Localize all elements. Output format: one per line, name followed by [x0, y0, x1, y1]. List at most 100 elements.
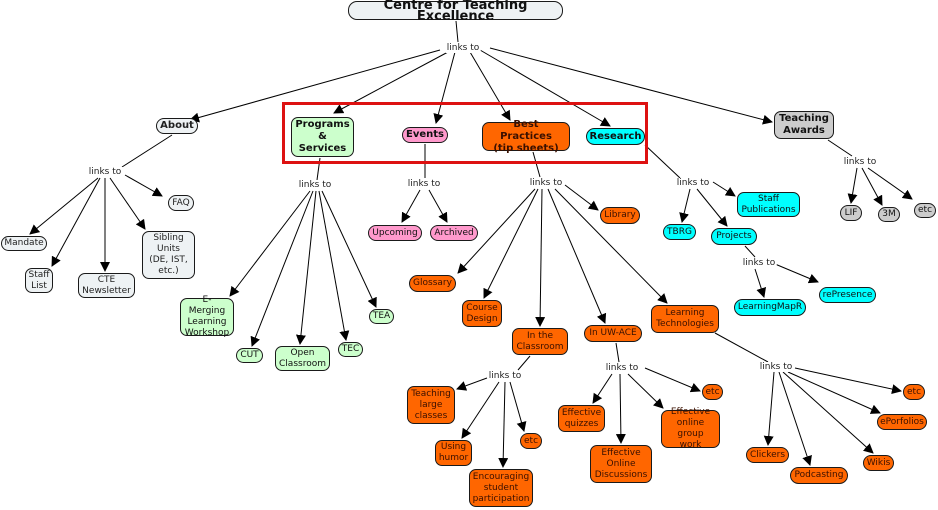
node-glossary[interactable]: Glossary	[409, 275, 456, 292]
node-in-the-classroom[interactable]: In the Classroom	[512, 328, 568, 355]
node-open-classroom[interactable]: Open Classroom	[275, 346, 330, 371]
node-clickers[interactable]: Clickers	[746, 447, 789, 463]
edge-tech-child-4	[794, 367, 902, 394]
node-encouraging-participation[interactable]: Encouraging student participation	[469, 469, 533, 507]
node-sibling-units[interactable]: Sibling Units (DE, IST, etc.)	[142, 231, 195, 279]
node-etc-awards[interactable]: etc	[914, 203, 936, 218]
node-learning-technologies[interactable]: Learning Technologies	[651, 305, 719, 333]
edge-root-child-5	[489, 47, 773, 125]
link-label-tech: links to	[758, 362, 794, 372]
node-research[interactable]: Research	[586, 128, 645, 145]
node-effective-group-work[interactable]: Effective online group work	[661, 407, 720, 450]
node-podcasting[interactable]: Podcasting	[790, 467, 848, 484]
node-course-design[interactable]: Course Design	[462, 300, 502, 327]
node-etc-uwace[interactable]: etc	[702, 384, 723, 400]
edge-about-child-4	[109, 177, 146, 230]
link-label-root: links to	[445, 43, 481, 53]
root-node-cte[interactable]: Centre for Teaching Excellence	[348, 0, 563, 23]
node-etc-classroom[interactable]: etc	[520, 433, 542, 449]
link-label-about: links to	[87, 167, 123, 177]
edge-classroom-child-3	[509, 381, 527, 432]
node-about[interactable]: About	[156, 118, 198, 134]
edge-about-child-2	[51, 177, 101, 267]
edge-about-child-0	[124, 174, 163, 197]
edge-best-child-3	[547, 188, 607, 324]
edge-best-child-1	[483, 188, 539, 299]
node-archived[interactable]: Archived	[430, 225, 478, 241]
node-events[interactable]: Events	[402, 127, 448, 143]
node-staff-publications[interactable]: Staff Publications	[737, 192, 800, 217]
edge-root-child-4	[479, 49, 611, 127]
node-in-uw-ace[interactable]: In UW-ACE	[584, 325, 642, 342]
edge-root-child-1	[333, 51, 449, 114]
edge-programs-child-3	[318, 190, 350, 341]
edge-events-child-1	[428, 189, 448, 223]
edge-awards-to-label	[827, 139, 853, 157]
node-teaching-large-classes[interactable]: Teaching large classes	[407, 386, 455, 424]
edge-tech-child-1	[778, 371, 812, 466]
edge-tech-child-2	[782, 371, 874, 454]
node-using-humor[interactable]: Using humor	[435, 440, 472, 466]
edge-uwace-child-2	[627, 373, 664, 409]
edge-events-child-0	[401, 189, 421, 223]
edge-projects-to-label	[744, 245, 756, 258]
node-tbrg[interactable]: TBRG	[663, 224, 696, 240]
node-tea[interactable]: TEA	[369, 309, 394, 324]
edge-programs-child-4	[321, 190, 377, 308]
edge-programs-child-2	[295, 190, 317, 345]
link-label-classroom: links to	[487, 371, 523, 381]
edge-uwace-child-3	[644, 367, 701, 393]
edge-classroom-child-2	[498, 381, 509, 468]
link-label-awards: links to	[842, 157, 878, 167]
node-tec[interactable]: TEC	[338, 342, 363, 357]
node-cte-newsletter[interactable]: CTE Newsletter	[78, 273, 135, 298]
node-staff-list[interactable]: Staff List	[25, 268, 53, 293]
node-effective-quizzes[interactable]: Effective quizzes	[558, 405, 605, 432]
edge-classroom-child-1	[461, 381, 500, 439]
edge-best-child-5	[564, 184, 599, 211]
node-lif[interactable]: LIF	[840, 205, 862, 221]
node-projects[interactable]: Projects	[711, 228, 757, 245]
link-label-uwace: links to	[604, 363, 640, 373]
edge-research-child-1	[696, 188, 728, 227]
node-3m[interactable]: 3M	[878, 207, 900, 222]
edge-projects-child-1	[774, 263, 819, 284]
edge-programs-child-0	[229, 190, 311, 297]
node-programs-services[interactable]: Programs & Services	[291, 117, 354, 157]
node-effective-discussions[interactable]: Effective Online Discussions	[590, 445, 652, 483]
node-teaching-awards[interactable]: Teaching Awards	[774, 111, 834, 139]
edge-about-child-1	[29, 177, 99, 235]
node-mandate[interactable]: Mandate	[1, 236, 47, 251]
node-best-practices[interactable]: Best Practices (tip sheets)	[482, 119, 570, 154]
edge-uwace-child-0	[592, 373, 613, 404]
edge-root-child-0	[189, 49, 441, 123]
node-etc-tech[interactable]: etc	[903, 384, 925, 400]
edge-programs-to-label	[316, 157, 321, 181]
edge-awards-child-2	[867, 167, 913, 200]
node-eportfolios[interactable]: ePorfolios	[877, 414, 927, 430]
node-upcoming[interactable]: Upcoming	[368, 225, 422, 241]
node-emerging-workshop[interactable]: E-Merging Learning Workshop	[180, 295, 234, 338]
edge-about-to-label	[121, 134, 173, 168]
edge-projects-child-0	[754, 268, 767, 298]
edge-best-child-0	[457, 188, 536, 274]
edge-root-to-label	[455, 20, 459, 43]
edge-classroom-child-0	[456, 377, 488, 391]
edge-best-to-label	[532, 151, 541, 178]
node-library[interactable]: Library	[600, 207, 640, 224]
link-label-research: links to	[675, 178, 711, 188]
link-label-best: links to	[528, 178, 564, 188]
node-wikis[interactable]: Wikis	[863, 455, 894, 471]
edge-awards-child-1	[861, 167, 883, 206]
edge-root-child-2	[433, 51, 456, 124]
edge-root-child-3	[469, 51, 511, 121]
link-label-projects: links to	[741, 258, 777, 268]
node-representation[interactable]: rePresence	[819, 287, 876, 303]
node-learningmapr[interactable]: LearningMapR	[734, 299, 806, 316]
node-faq[interactable]: FAQ	[168, 195, 194, 211]
node-cut[interactable]: CUT	[236, 348, 263, 363]
edge-uwace-to-label	[615, 342, 620, 363]
edge-research-to-label	[644, 144, 681, 179]
